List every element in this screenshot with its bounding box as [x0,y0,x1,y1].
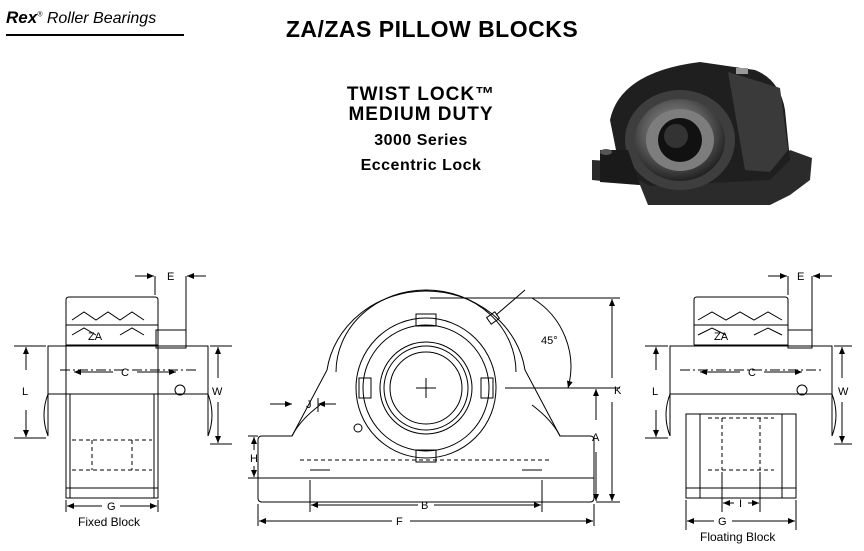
dim-W-fixed: W [212,386,223,398]
subtitle-medium-duty: MEDIUM DUTY [348,104,494,125]
subtitle-series: 3000 Series [374,132,468,149]
dim-J: J [306,399,312,411]
fixed-dimension-lines [14,273,232,512]
front-view-drawing [257,289,595,503]
dim-C-fixed: C [121,367,129,379]
brand-suffix: Roller Bearings [46,10,157,27]
page-title: ZA/ZAS PILLOW BLOCKS [285,16,579,42]
dim-G-fixed: G [107,501,116,513]
pillow-block-photo [592,62,812,205]
dim-C-floating: C [748,367,756,379]
dim-E-fixed: E [167,271,174,283]
dim-I-floating: I [739,498,742,510]
caption-floating-block: Floating Block [700,530,776,544]
brand-logo: Rex® Roller Bearings [6,8,157,27]
floating-dimension-lines [645,273,852,530]
front-dimension-lines [248,289,620,526]
fixed-block-drawing [43,296,213,499]
subtitle-twist-lock: TWIST LOCK™ [346,84,496,105]
dim-W-floating: W [838,386,849,398]
dim-H: H [250,453,258,465]
floating-bearing-mark: ZA [714,331,729,343]
brand-name: Rex [6,8,38,27]
brand-underline [6,34,184,36]
fixed-bearing-mark: ZA [88,331,103,343]
caption-fixed-block: Fixed Block [78,515,141,529]
dim-B: B [421,500,428,512]
floating-block-drawing [665,296,837,499]
subtitle-lock-type: Eccentric Lock [360,157,482,174]
dim-K: K [614,385,622,397]
dim-L-floating: L [652,386,658,398]
dim-E-floating: E [797,271,804,283]
dim-A: A [592,432,600,444]
angle-label: 45° [541,335,558,347]
dim-F: F [396,516,403,528]
dim-G-floating: G [718,516,727,528]
dim-L-fixed: L [22,386,28,398]
